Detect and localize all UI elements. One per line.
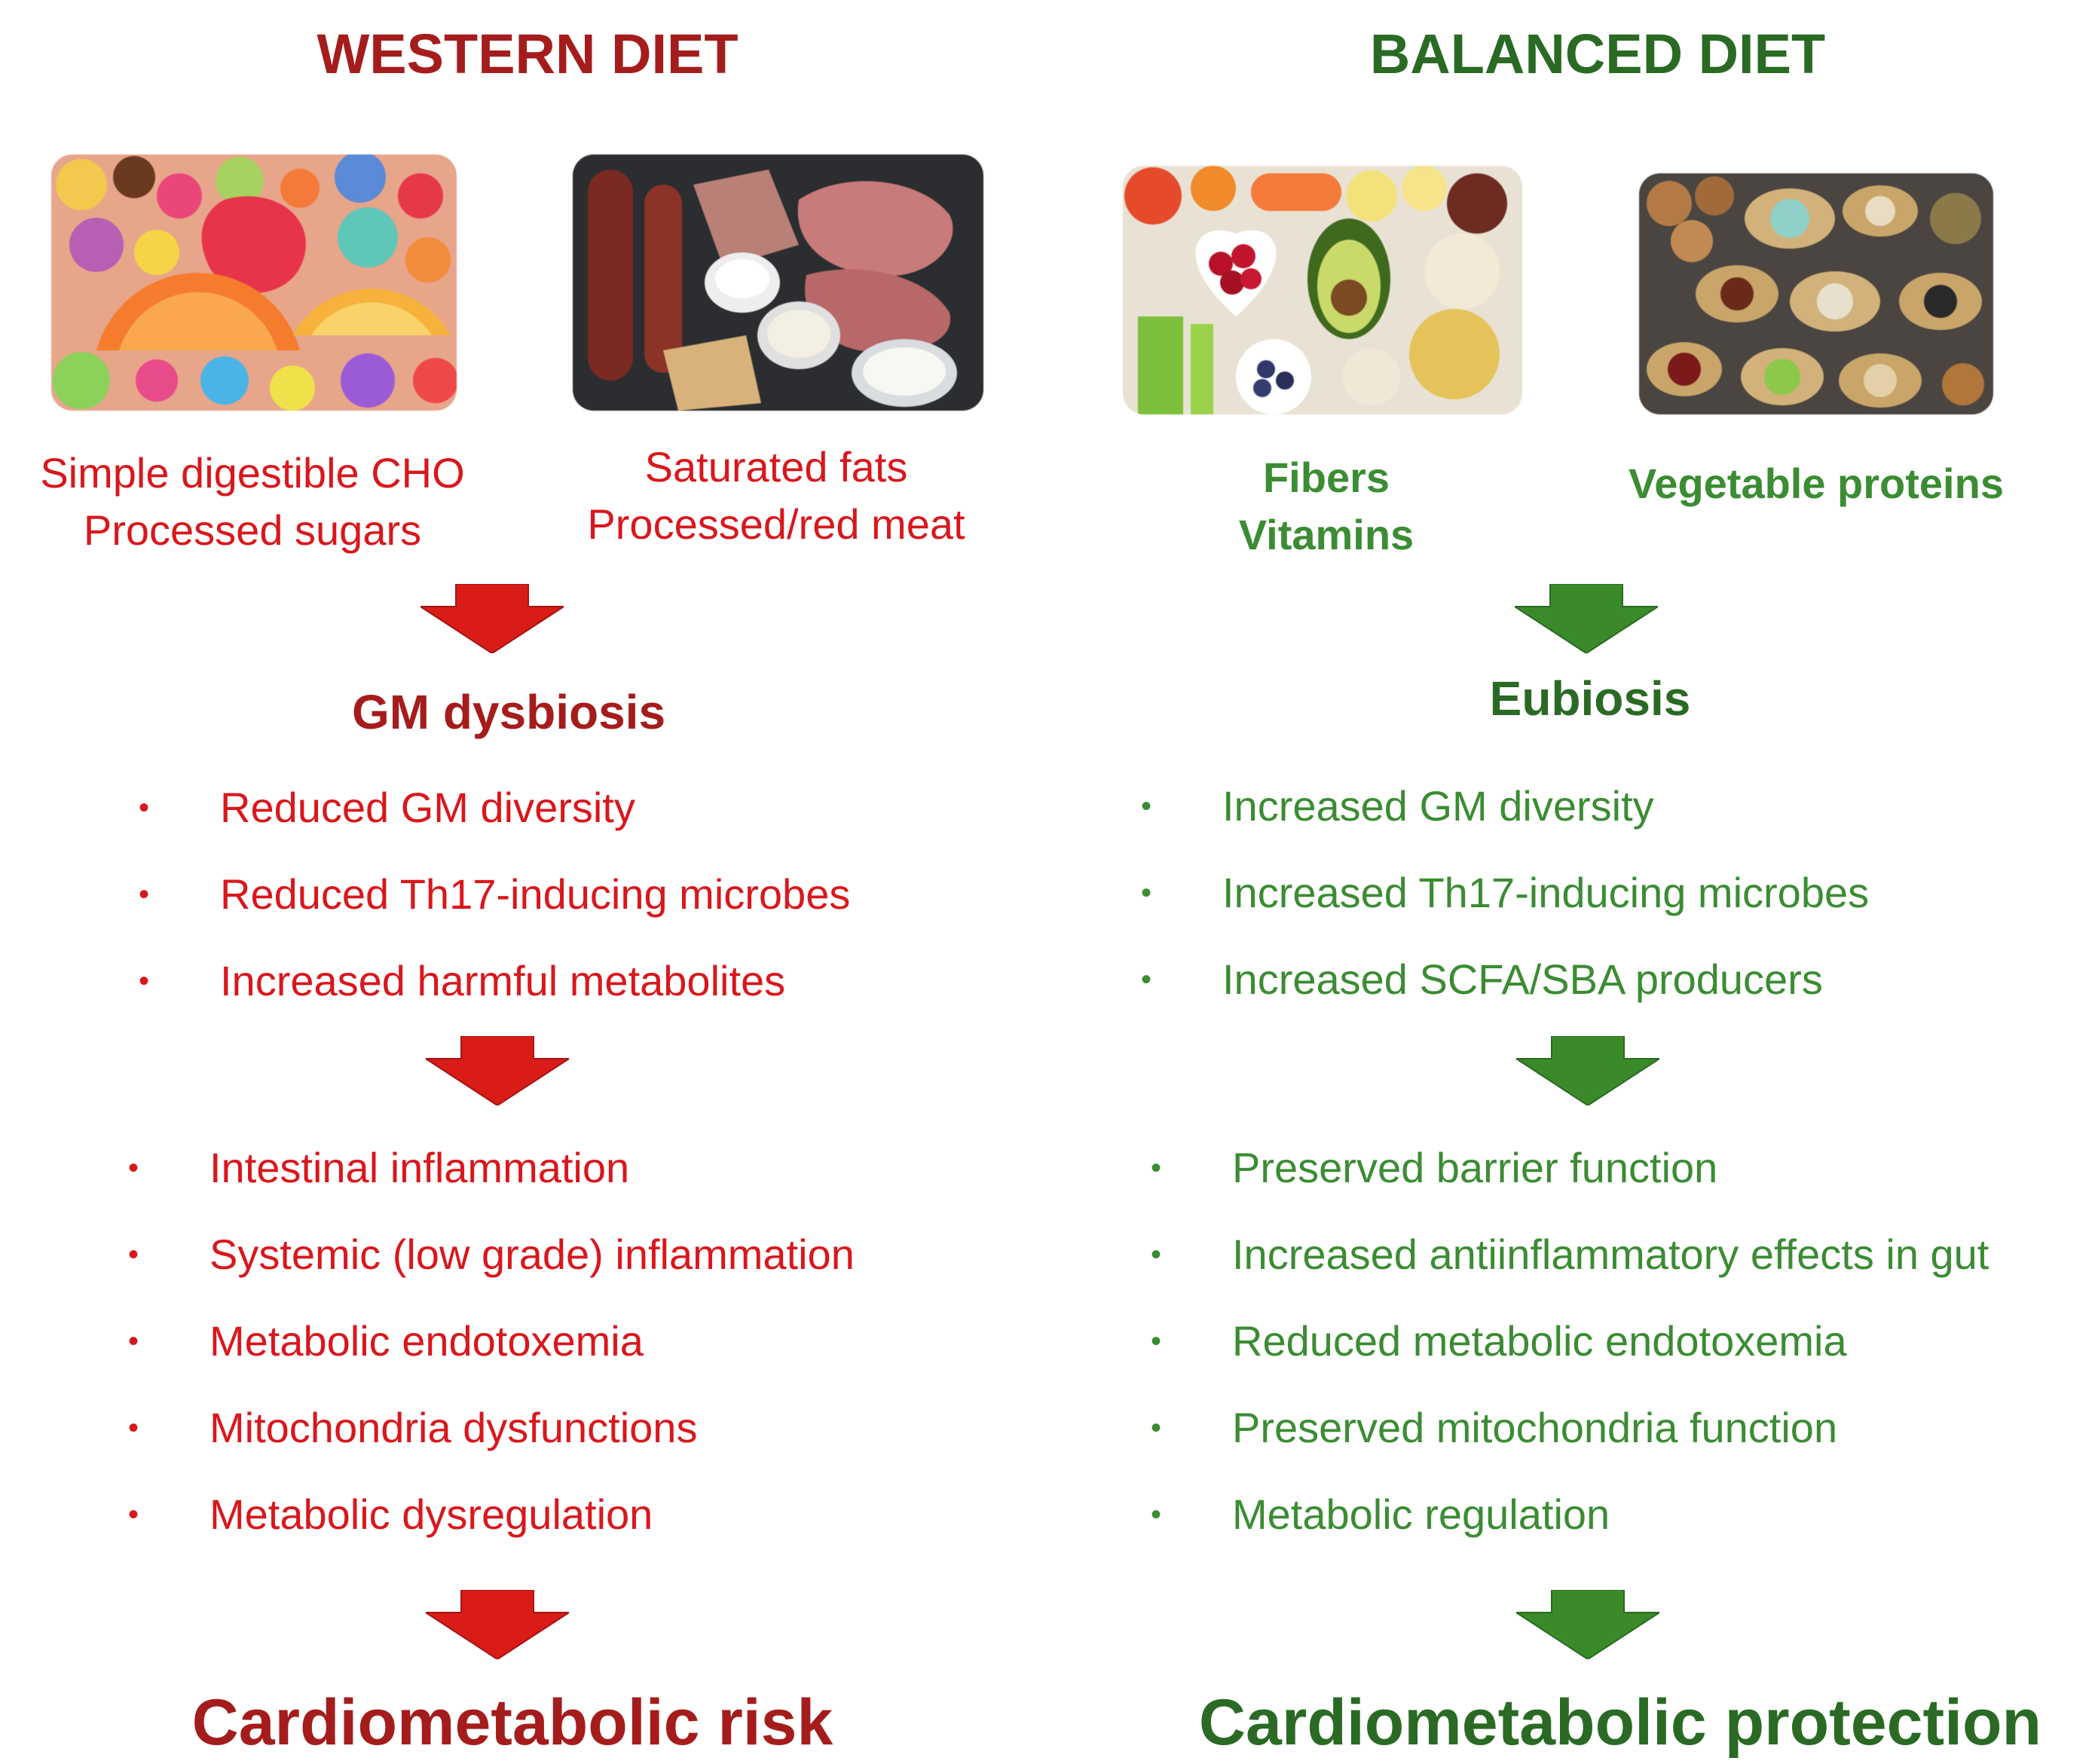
balanced-outcome: Cardiometabolic protection: [1198, 1686, 2042, 1759]
list-item: •Increased harmful metabolites: [139, 957, 786, 1004]
balanced-microbiome-effects-list: •Increased GM diversity •Increased Th17-…: [1141, 782, 1870, 1045]
balanced-arrow-3: [1516, 1590, 1659, 1659]
bullet-icon: •: [128, 1325, 139, 1358]
balanced-state-heading: Eubiosis: [1489, 671, 1691, 726]
list-item: •Increased Th17-inducing microbes: [1141, 869, 1870, 916]
balanced-food-label-1-line1: Fibers: [1262, 454, 1390, 501]
western-microbiome-effects-list: •Reduced GM diversity •Reduced Th17-indu…: [139, 784, 851, 1047]
western-arrow-2: [426, 1036, 569, 1105]
list-item: •Metabolic dysregulation: [128, 1490, 653, 1538]
bullet-icon: •: [1141, 790, 1152, 823]
balanced-arrow-2: [1516, 1036, 1659, 1105]
bullet-icon: •: [128, 1498, 139, 1531]
balanced-host-effects-list: •Preserved barrier function •Increased a…: [1151, 1144, 1989, 1580]
candy-and-sweets-photo: [51, 154, 457, 411]
list-item: •Increased SCFA/SBA producers: [1141, 955, 1823, 1003]
western-food-label-2-line2: Processed/red meat: [587, 500, 965, 548]
list-item: •Increased GM diversity: [1141, 782, 1654, 830]
western-arrow-3: [426, 1590, 569, 1659]
nuts-seeds-legumes-photo: [1639, 173, 1993, 414]
bullet-icon: •: [128, 1151, 139, 1185]
list-item: •Metabolic endotoxemia: [128, 1317, 644, 1365]
balanced-food-label-1-line2: Vitamins: [1238, 510, 1414, 558]
western-food-label-1-line1: Simple digestible CHO: [40, 449, 465, 497]
list-item: •Reduced metabolic endotoxemia: [1151, 1317, 1847, 1365]
bullet-icon: •: [128, 1238, 139, 1271]
bullet-icon: •: [139, 965, 150, 998]
bullet-icon: •: [1151, 1238, 1162, 1271]
list-item: •Preserved barrier function: [1151, 1144, 1718, 1191]
bullet-icon: •: [1141, 963, 1152, 996]
list-item: •Systemic (low grade) inflammation: [128, 1231, 855, 1278]
bullet-icon: •: [1151, 1325, 1162, 1358]
western-food-label-2: Saturated fats Processed/red meat: [535, 439, 1017, 552]
balanced-food-label-1: Fibers Vitamins: [1145, 449, 1507, 563]
red-meat-and-dairy-photo: [573, 154, 983, 411]
western-food-label-1: Simple digestible CHO Processed sugars: [0, 445, 505, 558]
bullet-icon: •: [1141, 876, 1152, 910]
western-food-label-1-line2: Processed sugars: [83, 506, 422, 554]
bullet-icon: •: [128, 1411, 139, 1445]
bullet-icon: •: [139, 878, 150, 911]
balanced-diet-title: BALANCED DIET: [1369, 23, 1826, 85]
western-diet-title: WESTERN DIET: [317, 23, 739, 85]
western-arrow-1: [421, 584, 564, 653]
list-item: •Increased antiinflammatory effects in g…: [1151, 1231, 1989, 1278]
list-item: •Reduced GM diversity: [139, 784, 635, 831]
fruits-and-vegetables-photo: [1123, 166, 1522, 414]
western-food-label-2-line1: Saturated fats: [644, 443, 908, 491]
western-host-effects-list: •Intestinal inflammation •Systemic (low …: [128, 1144, 855, 1580]
list-item: •Metabolic regulation: [1151, 1490, 1610, 1538]
list-item: •Reduced Th17-inducing microbes: [139, 870, 851, 918]
balanced-arrow-1: [1515, 584, 1658, 653]
list-item: •Intestinal inflammation: [128, 1144, 630, 1191]
bullet-icon: •: [1151, 1498, 1162, 1531]
bullet-icon: •: [1151, 1411, 1162, 1445]
balanced-food-label-2: Vegetable proteins: [1567, 455, 2065, 512]
list-item: •Preserved mitochondria function: [1151, 1404, 1838, 1451]
bullet-icon: •: [139, 791, 150, 824]
western-state-heading: GM dysbiosis: [351, 685, 666, 739]
balanced-food-label-2-line1: Vegetable proteins: [1629, 460, 2004, 507]
bullet-icon: •: [1151, 1151, 1162, 1185]
western-outcome: Cardiometabolic risk: [191, 1686, 833, 1759]
list-item: •Mitochondria dysfunctions: [128, 1404, 698, 1451]
